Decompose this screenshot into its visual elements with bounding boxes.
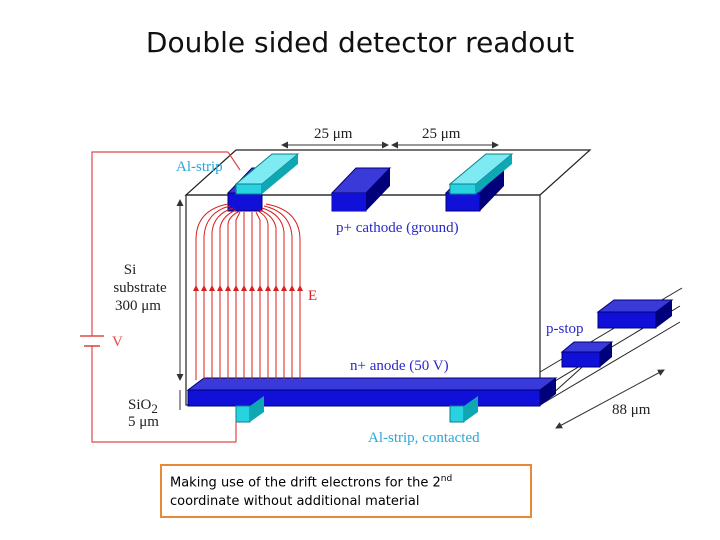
thickness-label: 300 μm	[115, 298, 161, 314]
p-cathode-label: p+ cathode (ground)	[336, 220, 459, 236]
p-stop-bars	[560, 299, 674, 368]
caption-line1: Making use of the drift electrons for th…	[170, 475, 441, 491]
al-strips-bottom	[235, 396, 478, 423]
slide-title: Double sided detector readout	[145, 26, 575, 59]
pitch-right-label: 25 μm	[422, 126, 461, 142]
field-arrows	[193, 285, 303, 300]
field-lines	[195, 203, 301, 380]
p-stop-label: p-stop	[546, 321, 584, 337]
dimension-lines	[176, 141, 665, 429]
sio2-label: SiO2	[128, 397, 158, 416]
field-label: E	[308, 288, 317, 304]
n-anode-layer	[186, 377, 558, 407]
oxide-thickness-label: 5 μm	[128, 414, 159, 430]
si-label: Si	[124, 262, 137, 278]
pitch-left-label: 25 μm	[314, 126, 353, 142]
n-anode-label: n+ anode (50 V)	[350, 358, 449, 374]
al-strips-top	[234, 153, 514, 195]
caption-line2: coordinate without additional material	[170, 494, 420, 510]
caption-superscript: nd	[440, 474, 453, 484]
depth-label: 88 μm	[612, 402, 651, 418]
al-strip-label: Al-strip	[176, 159, 223, 175]
voltage-label: V	[112, 334, 123, 350]
caption-box: Making use of the drift electrons for th…	[160, 464, 532, 518]
substrate-label: substrate	[113, 280, 167, 296]
bias-circuit	[80, 151, 241, 443]
al-strip-contacted-label: Al-strip, contacted	[368, 430, 480, 446]
